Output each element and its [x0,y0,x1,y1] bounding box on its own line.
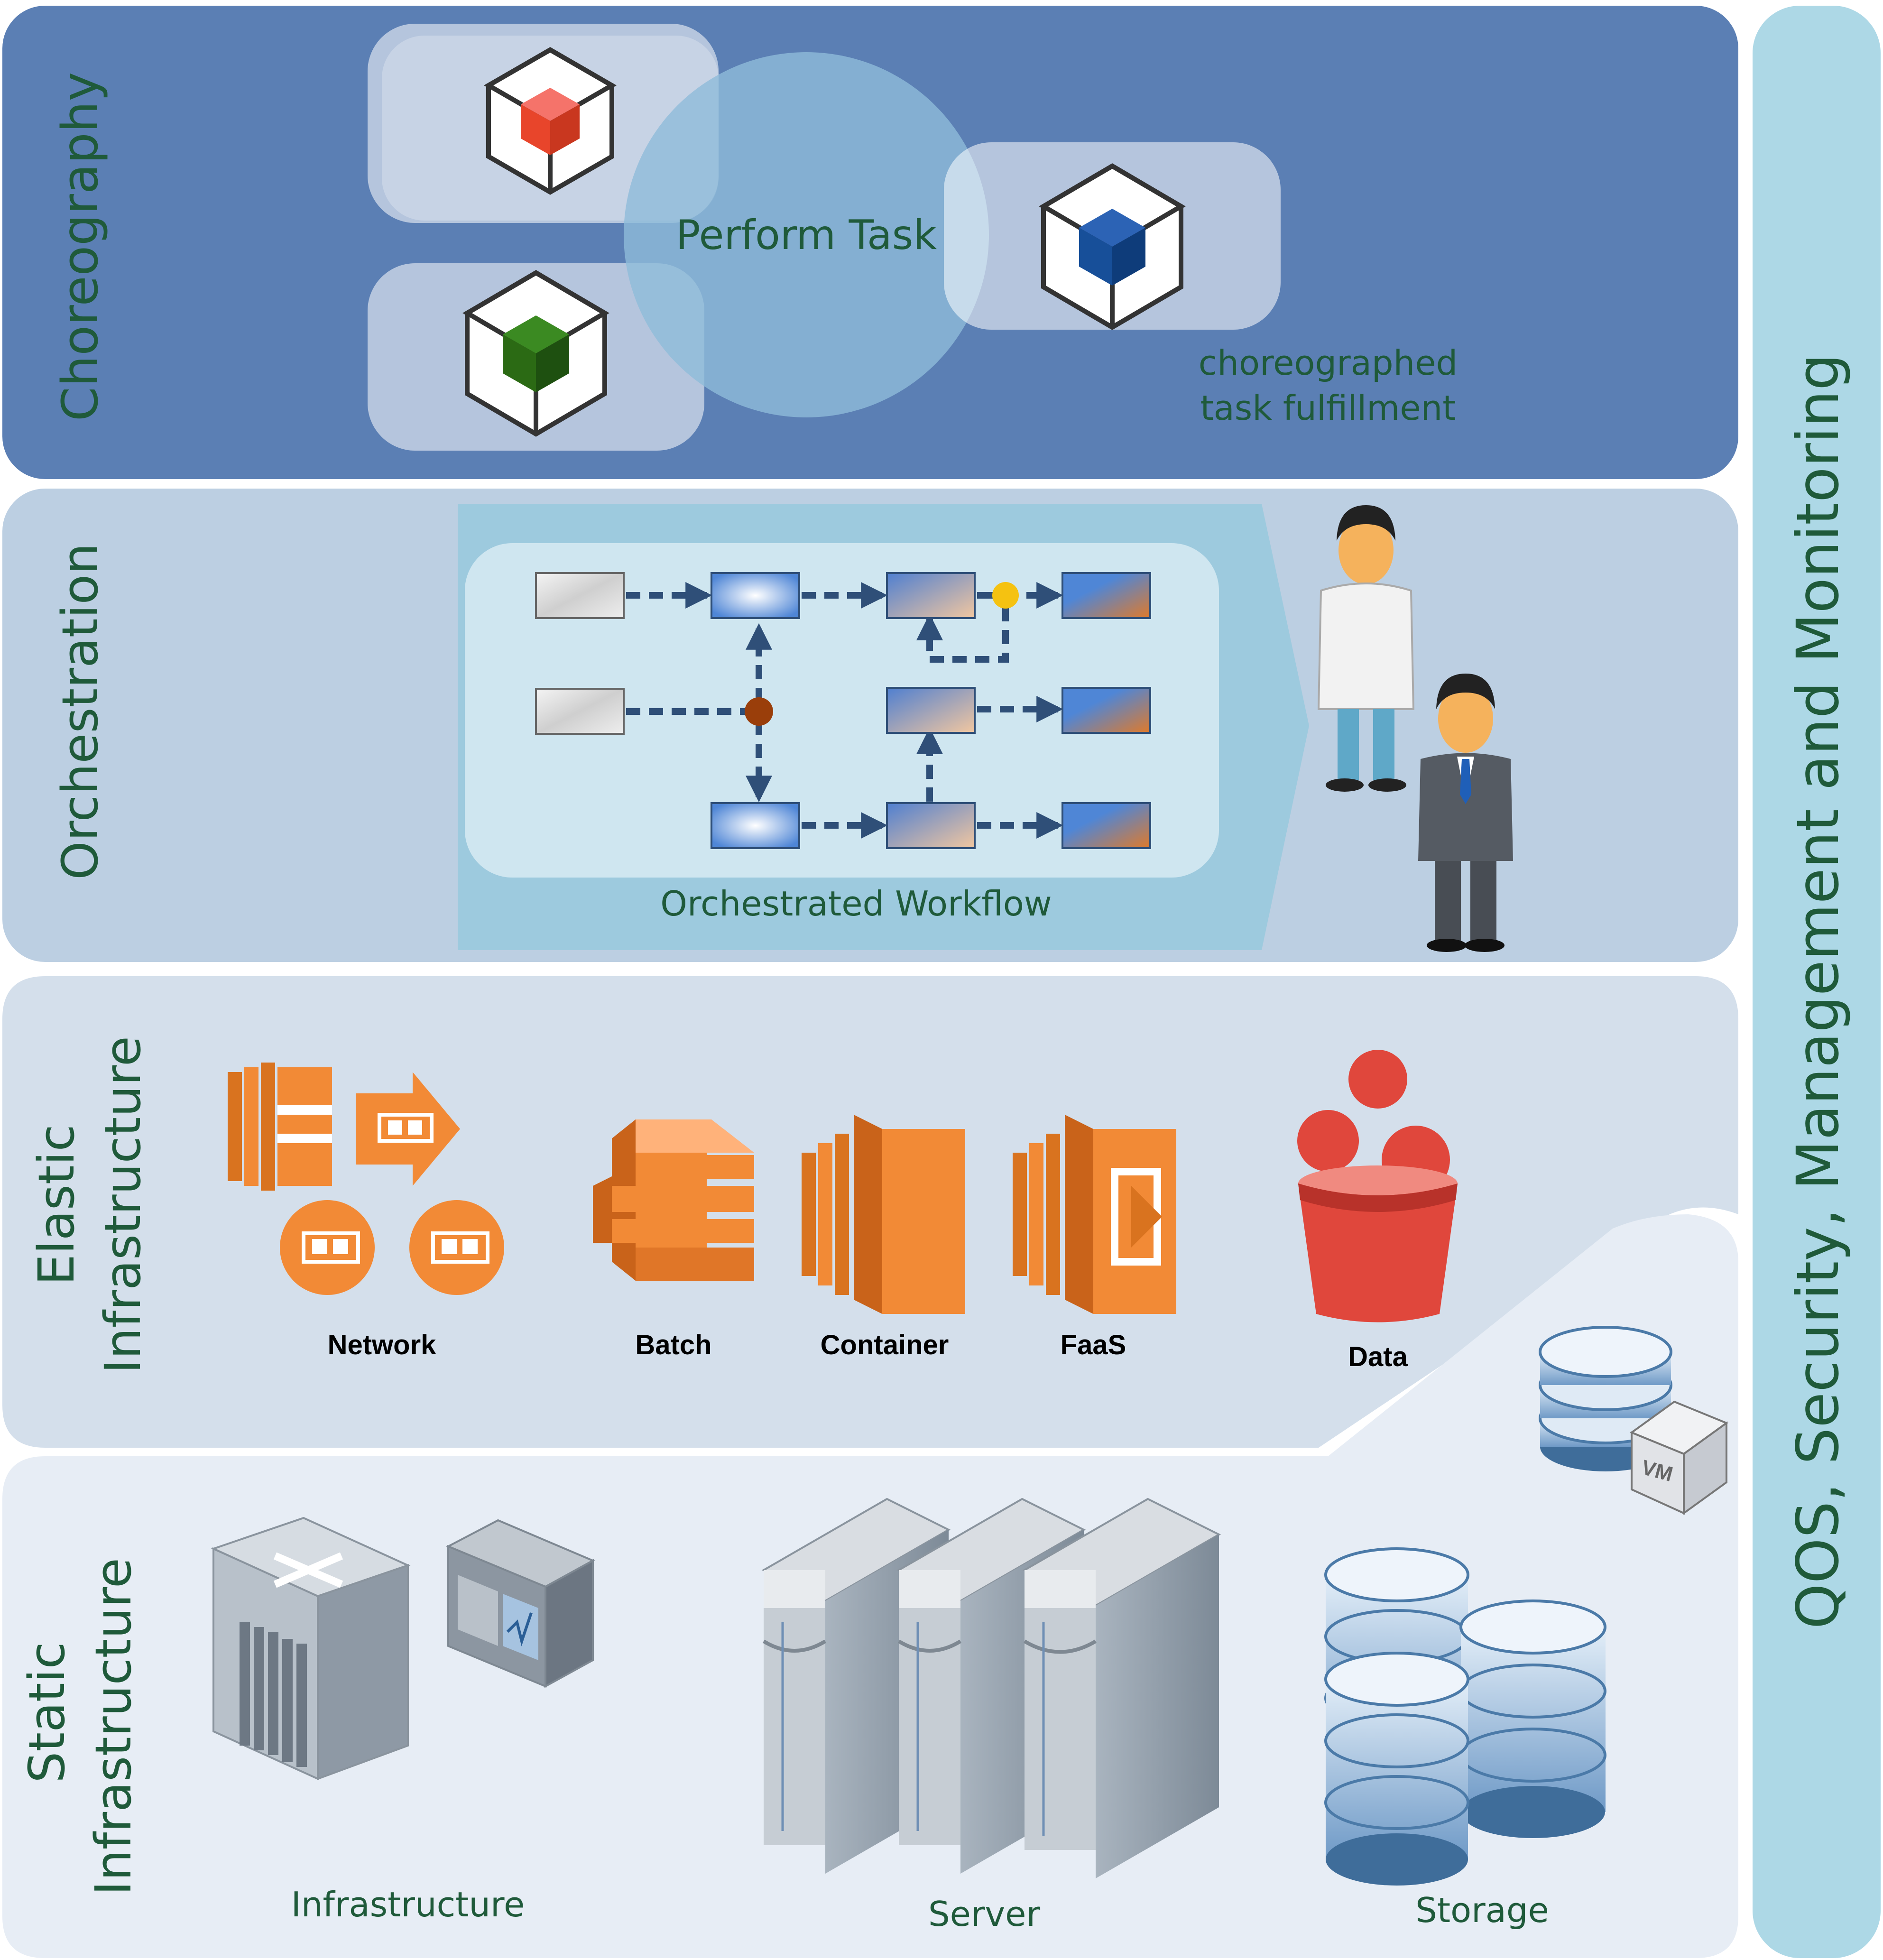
service-cube-blue-icon [1039,163,1186,330]
workflow-task-d [886,687,976,734]
perform-task-label: Perform Task [676,212,937,259]
vm-storage-icon [1539,1326,1672,1471]
workflow-panel [465,543,1219,878]
service-cube-green-icon [462,270,609,437]
network-interface-icon-1 [280,1200,375,1295]
orchestration-layer-title: Orchestration [51,543,109,880]
workflow-task-start-1 [535,572,625,619]
scientist-person-icon [1317,505,1415,792]
service-cube-red-icon [483,47,617,195]
network-label: Network [328,1330,437,1360]
workflow-task-start-2 [535,688,625,735]
faas-label: FaaS [1061,1330,1126,1360]
workflow-task-end-2 [1061,687,1151,734]
network-load-balancer-icon [228,1063,332,1191]
static-layer-title-line1: Static [18,1642,76,1783]
storage-disk-icon-3 [1324,1652,1469,1886]
container-icon [802,1115,965,1314]
vm-box-icon: VM [1629,1400,1729,1515]
workflow-task-end-1 [1061,572,1151,619]
router-switch-icon [211,1516,411,1781]
container-label: Container [821,1330,949,1360]
server-label: Server [928,1894,1041,1934]
data-label: Data [1348,1341,1408,1372]
workflow-gateway-yellow [992,582,1019,609]
faas-lambda-icon [1013,1115,1176,1314]
storage-disk-icon-2 [1459,1599,1606,1838]
batch-label: Batch [635,1330,711,1360]
network-interface-icon-2 [409,1200,504,1295]
server-rack-icon-1 [761,1498,951,1874]
infrastructure-label: Infrastructure [291,1885,525,1924]
data-bucket-icon [1297,1050,1458,1322]
static-layer-title-line2: Infrastructure [84,1558,142,1895]
storage-label: Storage [1415,1890,1549,1930]
workflow-task-e [886,802,976,849]
server-rack-icon-3 [1022,1498,1221,1878]
workflow-task-b [711,802,800,849]
workflow-label: Orchestrated Workflow [660,884,1052,924]
choreography-note-line1: choreographed [1199,343,1458,383]
workflow-task-c [886,572,976,619]
businessman-person-icon [1418,674,1513,952]
workflow-gateway-brown [745,697,773,726]
choreography-note-line2: task fulfillment [1200,388,1456,428]
workflow-task-end-3 [1061,802,1151,849]
perform-task-circle [624,52,989,417]
qos-sidebar-label: QOS, Security, Management and Monitoring [1784,354,1852,1629]
choreography-layer-title: Choreography [51,72,109,421]
network-interface-arrow-icon [356,1072,460,1186]
elastic-layer-title-line2: Infrastructure [94,1036,152,1374]
workflow-task-a [711,572,800,619]
elastic-layer-title-line1: Elastic [28,1124,85,1285]
batch-icon [593,1119,754,1281]
qos-sidebar [1753,6,1881,1958]
firewall-device-icon [446,1519,595,1688]
